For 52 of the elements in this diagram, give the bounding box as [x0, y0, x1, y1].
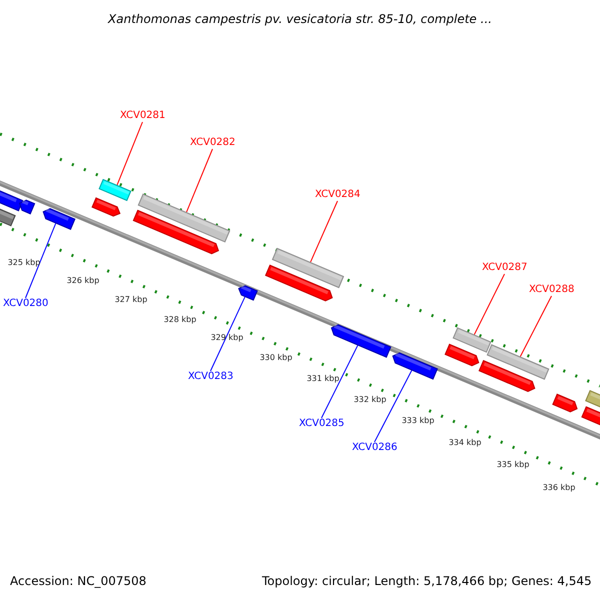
position-label: 333 kbp: [402, 417, 434, 425]
position-label: 334 kbp: [448, 439, 482, 447]
gene-feature: [92, 197, 121, 217]
feature-bar: [98, 178, 132, 202]
gene-label: XCV0280: [3, 299, 48, 309]
gene-label: XCV0286: [352, 443, 398, 453]
feature-bar: [0, 206, 16, 226]
gene-label: XCV0284: [315, 190, 360, 200]
leader-line: [374, 370, 412, 442]
leader-line: [474, 274, 505, 335]
position-label: 328 kbp: [164, 316, 196, 324]
feature-bar: [452, 327, 492, 353]
gene-feature: [330, 324, 392, 358]
title: Xanthomonas campestris pv. vesicatoria str. 85-10, complete ...: [106, 12, 493, 26]
gene-label: XCV0288: [529, 285, 574, 295]
accession-label: Accession: NC_007508: [10, 575, 146, 587]
gene-feature: [18, 200, 36, 214]
gene-feature: [132, 210, 220, 254]
feature-bar: [585, 390, 600, 410]
gene-label: XCV0282: [190, 138, 236, 148]
gene-label: XCV0283: [188, 372, 234, 382]
feature-bar: [138, 193, 230, 243]
gene-label: XCV0281: [120, 111, 166, 121]
gene-feature: [552, 394, 578, 412]
position-label: 326 kbp: [66, 277, 100, 285]
leader-line: [210, 296, 246, 372]
gene-feature: [392, 352, 438, 380]
gene-feature: [264, 264, 333, 302]
feature-bar: [272, 248, 344, 288]
genome-summary-label: Topology: circular; Length: 5,178,466 bp; Genes: 4,545: [262, 575, 592, 587]
leader-line: [321, 345, 358, 418]
gene-feature: [42, 208, 76, 230]
leader-line: [116, 122, 143, 186]
leader-line: [310, 200, 338, 263]
position-label: 329 kbp: [210, 334, 244, 342]
leader-line: [520, 296, 552, 357]
gene-feature: [444, 344, 480, 366]
gene-feature: [238, 285, 258, 301]
position-label: 336 kbp: [542, 484, 576, 492]
feature-bar: [486, 344, 550, 380]
leader-line: [25, 223, 56, 298]
gene-feature: [478, 360, 536, 392]
position-label: 327 kbp: [114, 296, 148, 304]
gene-label: XCV0287: [482, 263, 528, 273]
position-label: 330 kbp: [260, 354, 292, 362]
position-label: 332 kbp: [354, 396, 386, 404]
position-label: 335 kbp: [496, 461, 530, 469]
gene-label: XCV0285: [299, 419, 344, 429]
leader-line: [186, 148, 213, 213]
position-label: 325 kbp: [8, 259, 40, 267]
gene-feature: [581, 406, 600, 426]
position-label: 331 kbp: [306, 375, 340, 383]
